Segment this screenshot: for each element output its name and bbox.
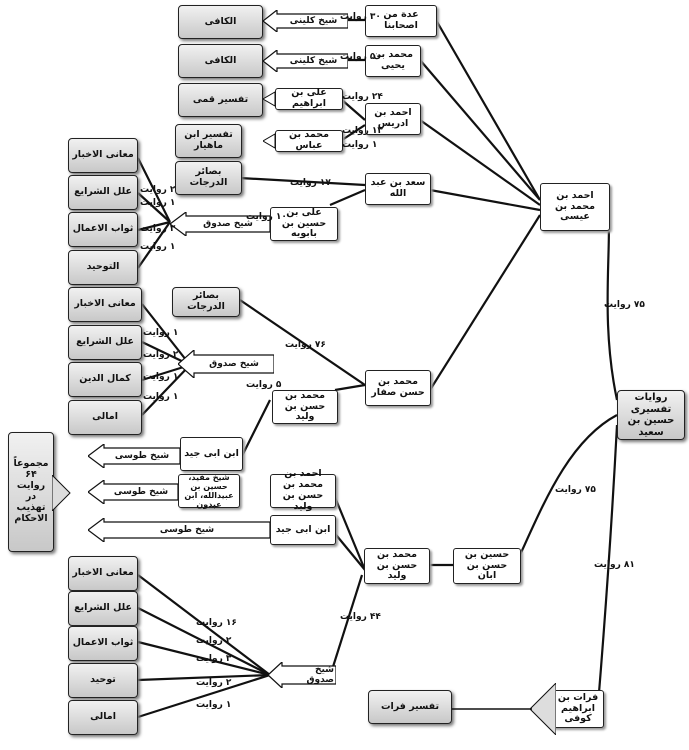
arrow-shaykh-kulayni-1: شيخ کلينی — [263, 10, 348, 32]
book-maani-2: معانی الاخبار — [68, 287, 142, 322]
node-husayn-ibn-hasan-ibn-aban: حسين بن حسن بن ابان — [453, 548, 521, 584]
edge-label: ۲۴ روايت — [342, 92, 383, 102]
node-ahmad-ibn-idris: احمد بن ادريس — [365, 103, 421, 135]
edge-label: ۲ روايت — [143, 350, 179, 360]
furat-link — [452, 708, 532, 710]
edge-label: ۱ روايت — [140, 198, 176, 208]
edge-label: ۲ روايت — [196, 678, 232, 688]
node-ahmad-ibn-muhammad-walid: احمد بن محمد بن حسن بن وليد — [270, 468, 336, 512]
edge-label: ۱ روايت — [342, 140, 378, 150]
edge-label: ۱۰ روايت — [246, 212, 287, 222]
book-ilal-2: علل الشرايع — [68, 325, 142, 360]
arrow-shaykh-tusi-3: شيخ طوسی — [88, 518, 270, 542]
arrow-shaykh-tusi-1: شيخ طوسی — [88, 444, 180, 468]
arrow-shaykh-tusi-2: شيخ طوسی — [88, 480, 178, 504]
arrow-label: شيخ طوسی — [114, 451, 170, 461]
arrow-label: شيخ صدوق — [306, 665, 334, 685]
arrow-label: شيخ طوسی — [159, 525, 215, 535]
node-idda-min-ashabina: عدة من اصحابنا — [365, 5, 437, 37]
node-furat-ibn-ibrahim: فرات بن ابراهيم کوفی — [552, 690, 604, 728]
edge-label: ۳۰ روايت — [340, 12, 381, 22]
edge-label: ۴۴ روايت — [340, 612, 381, 622]
book-tawhid-1: التوحيد — [68, 250, 138, 285]
node-ahmad-ibn-muhammad-ibn-isa: احمد بن محمد بن عيسی — [540, 183, 610, 231]
book-tafsir-ibn-mahyar: تفسير ابن ماهيار — [175, 124, 242, 158]
book-al-kafi-2: الکافی — [178, 44, 263, 78]
node-muhammad-ibn-abbas: محمد بن عباس — [275, 129, 343, 152]
edge-label: ۳ روايت — [196, 654, 232, 664]
arrow-shaykh-saduq-1: شيخ صدوق — [170, 212, 270, 236]
edge-label: ۷۵ روايت — [604, 300, 645, 310]
book-maani-3: معانی الاخبار — [68, 556, 138, 591]
edge-label: ۵ روايت — [246, 380, 282, 390]
total-arrowhead — [52, 475, 71, 511]
arrow-label: شيخ صدوق — [209, 359, 259, 369]
node-shaykh-mufid-group: شيخ مفيد، حسين بن عبيدالله، ابن عبدون — [178, 473, 240, 509]
node-ali-ibn-husayn-babawayh: علی بن حسين بن بابويه — [270, 207, 338, 241]
book-tafsir-qummi: تفسير قمی — [178, 83, 263, 117]
edge-label: ۱۶ روايت — [196, 618, 237, 628]
arrowheads-small — [263, 91, 276, 149]
edge-label: ۸۱ روايت — [594, 560, 635, 570]
node-muhammad-ibn-hasan-walid-1: محمد بن حسن بن وليد — [272, 390, 338, 424]
node-husayn-ibn-said-tafsir: روايات تفسيری حسين بن سعيد — [617, 390, 685, 440]
arrow-label: شيخ طوسی — [113, 487, 169, 497]
node-muhammad-ibn-hasan-walid-2: محمد بن حسن بن وليد — [364, 548, 430, 584]
node-total-tahdhib: مجموعاً ۶۴ روايت در تهذيب الاحکام — [8, 432, 54, 552]
edge-label: ۱ روايت — [143, 392, 179, 402]
arrow-shaykh-saduq-3: شيخ صدوق — [268, 662, 336, 688]
book-ilal-1: علل الشرايع — [68, 175, 138, 210]
edge-label: ۱ روايت — [143, 328, 179, 338]
edge-label: ۲ روايت — [140, 185, 176, 195]
edge-label: ۲ روايت — [140, 224, 176, 234]
edge-label: ۱ روايت — [196, 700, 232, 710]
edge-label: ۵۰ روايت — [340, 52, 381, 62]
node-ali-ibn-ibrahim: علی بن ابراهيم — [275, 87, 343, 110]
arrow-shaykh-saduq-2: شيخ صدوق — [178, 350, 274, 378]
book-amali-3: امالی — [68, 700, 138, 735]
edge-label: ۷۶ روايت — [285, 340, 326, 350]
book-kamal-al-din: کمال الدين — [68, 362, 142, 397]
edge-label: ۱ روايت — [143, 372, 179, 382]
book-ilal-3: علل الشرايع — [68, 591, 138, 626]
edge-label: ۲ روايت — [196, 636, 232, 646]
edge-label: ۱ روايت — [140, 242, 176, 252]
book-amali-1: امالی — [68, 400, 142, 435]
node-muhammad-ibn-hasan-saffar: محمد بن حسن صفار — [365, 370, 431, 406]
edge-label: ۱۳ روايت — [342, 126, 383, 136]
book-basair-2: بصائر الدرجات — [172, 287, 240, 317]
furat-arrowhead — [530, 683, 556, 735]
book-thawab-1: ثواب الاعمال — [68, 212, 138, 247]
node-ibn-abi-jid-1: ابن ابی جيد — [180, 437, 243, 471]
node-muhammad-ibn-yahya: محمد بن يحيی — [365, 45, 421, 77]
book-basair-1: بصائر الدرجات — [175, 161, 242, 195]
arrow-label: شيخ کلينی — [289, 16, 338, 26]
arrow-label: شيخ صدوق — [203, 219, 253, 229]
edge-label: ۷۵ روايت — [555, 485, 596, 495]
node-tafsir-furat: تفسير فرات — [368, 690, 452, 724]
book-tawhid-3: توحيد — [68, 663, 138, 698]
book-al-kafi-1: الکافی — [178, 5, 263, 39]
node-sad-ibn-abdullah: سعد بن عبد الله — [365, 173, 431, 205]
node-ibn-abi-jid-2: ابن ابی جيد — [270, 515, 336, 545]
book-maani-1: معانی الاخبار — [68, 138, 138, 173]
arrow-label: شيخ کلينی — [289, 56, 338, 66]
edge-label: ۱۷ روايت — [290, 178, 331, 188]
book-thawab-3: ثواب الاعمال — [68, 626, 138, 661]
arrow-shaykh-kulayni-2: شيخ کلينی — [263, 50, 348, 72]
